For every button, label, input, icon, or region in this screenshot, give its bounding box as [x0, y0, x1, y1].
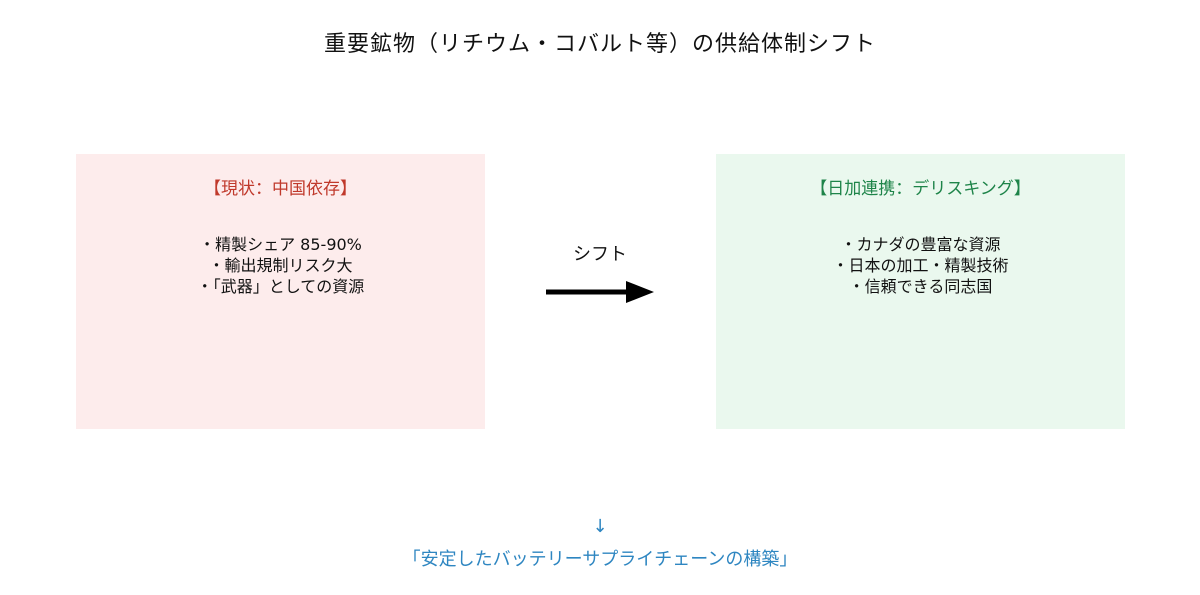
- shift-label: シフト: [573, 244, 627, 265]
- current-state-box: 【現状：中国依存】 ・精製シェア 85-90% ・輸出規制リスク大 ・「武器」と…: [76, 154, 485, 429]
- current-state-heading: 【現状：中国依存】: [204, 179, 357, 199]
- current-state-item: ・「武器」としての資源: [196, 277, 365, 296]
- future-state-item: ・日本の加工・精製技術: [832, 256, 1009, 275]
- current-state-item: ・精製シェア 85-90%: [199, 235, 362, 254]
- right-arrow-icon: [546, 281, 654, 303]
- current-state-item: ・輸出規制リスク大: [208, 256, 353, 275]
- future-state-heading: 【日加連携：デリスキング】: [810, 179, 1031, 199]
- future-state-box: 【日加連携：デリスキング】 ・カナダの豊富な資源 ・日本の加工・精製技術 ・信頼…: [716, 154, 1125, 429]
- result-statement: 「安定したバッテリーサプライチェーンの構築」: [402, 549, 798, 570]
- current-state-list: ・精製シェア 85-90% ・輸出規制リスク大 ・「武器」としての資源: [76, 234, 485, 297]
- future-state-item: ・信頼できる同志国: [848, 277, 993, 296]
- diagram-title: 重要鉱物（リチウム・コバルト等）の供給体制シフト: [323, 32, 876, 57]
- down-arrow-icon: ↓: [592, 516, 608, 537]
- future-state-list: ・カナダの豊富な資源 ・日本の加工・精製技術 ・信頼できる同志国: [716, 234, 1125, 297]
- future-state-item: ・カナダの豊富な資源: [840, 235, 1001, 254]
